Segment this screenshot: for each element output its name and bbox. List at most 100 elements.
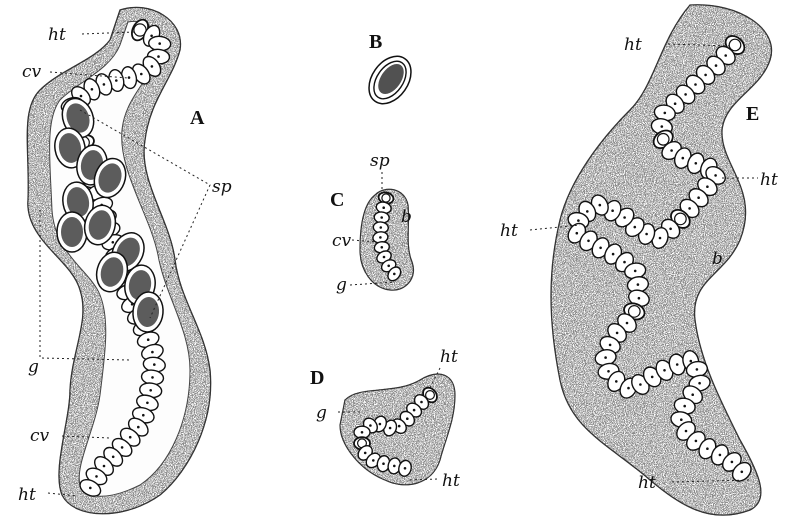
cell-nucleus [697,196,700,199]
cell-nucleus [623,216,626,219]
caption-c: C [330,189,344,211]
cell-nucleus [129,436,132,439]
cell-nucleus [682,157,685,160]
cell-nucleus [634,226,637,229]
cell-nucleus [691,393,694,396]
cell-nucleus [626,322,629,325]
cell-nucleus [115,79,118,82]
cell-nucleus [149,389,152,392]
cell-nucleus [379,236,382,239]
cell-nucleus [714,174,717,177]
label-d-ht-top: ht [440,347,458,367]
caption-d: D [310,367,324,389]
label-a-cv-top: cv [22,62,42,82]
cell-nucleus [406,417,409,420]
cell-nucleus [140,73,143,76]
label-e-ht-bottom: ht [638,473,656,493]
label-a-g: g [28,357,39,377]
label-a-ht-top: ht [48,25,66,45]
cell-nucleus [609,344,612,347]
cell-nucleus [361,431,364,434]
figure-c [360,189,413,290]
cell-nucleus [158,42,161,45]
cell-nucleus [612,253,615,256]
cell-nucleus [663,369,666,372]
cell-nucleus [627,387,630,390]
cell-nucleus [623,261,626,264]
spore-content [61,217,83,247]
cell-nucleus [698,382,701,385]
cell-nucleus [151,351,154,354]
label-a-sp: sp [212,177,232,197]
cell-nucleus [381,246,384,249]
cell-nucleus [715,64,718,67]
cell-nucleus [369,424,372,427]
cell-nucleus [393,273,396,276]
cell-nucleus [89,487,92,490]
cell-nucleus [586,210,589,213]
cell-nucleus [153,363,156,366]
cell-nucleus [387,265,390,268]
cell-nucleus [398,425,401,428]
label-d-g: g [316,403,327,423]
cell-nucleus [724,54,727,57]
cell-nucleus [103,465,106,468]
cell-nucleus [413,409,416,412]
cell-nucleus [389,427,392,430]
label-e-ht-left: ht [500,221,518,241]
cell-nucleus [664,112,667,115]
cell-nucleus [80,95,83,98]
cell-nucleus [676,363,679,366]
cell-nucleus [696,368,699,371]
figure-e [551,5,772,515]
cell-nucleus [121,446,124,449]
cell-nucleus [706,447,709,450]
label-a-cv-bottom: cv [30,426,50,446]
cell-nucleus [142,414,145,417]
cell-nucleus [685,430,688,433]
cell-nucleus [577,219,580,222]
cell-nucleus [393,465,396,468]
cell-nucleus [112,456,115,459]
cell-nucleus [638,297,641,300]
cell-nucleus [616,332,619,335]
cell-nucleus [695,440,698,443]
cell-nucleus [704,74,707,77]
cell-nucleus [91,88,94,91]
figure-d [340,374,455,485]
cell-nucleus [659,237,662,240]
cell-nucleus [683,405,686,408]
cell-nucleus [382,206,385,209]
cell-nucleus [637,283,640,286]
cell-nucleus [380,226,383,229]
cell-nucleus [645,233,648,236]
cell-nucleus [604,356,607,359]
cell-nucleus [599,247,602,250]
cell-nucleus [137,426,140,429]
cell-nucleus [741,471,744,474]
label-c-sp: sp [370,151,390,171]
cell-nucleus [599,204,602,207]
cell-nucleus [380,216,383,219]
cell-nucleus [379,423,382,426]
cell-nucleus [634,270,637,273]
cell-nucleus [382,462,385,465]
cell-nucleus [420,401,423,404]
cell-nucleus [607,370,610,373]
figure-b [360,48,419,111]
label-e-ht-top: ht [624,35,642,55]
cell-nucleus [706,185,709,188]
cell-nucleus [651,376,654,379]
cell-nucleus [731,461,734,464]
cell-nucleus [680,418,683,421]
cell-nucleus [719,454,722,457]
cell-nucleus [151,65,154,68]
label-c-b: b [401,207,412,227]
cell-nucleus [674,102,677,105]
cell-nucleus [364,452,367,455]
caption-b: B [369,31,382,53]
cell-nucleus [639,383,642,386]
cell-nucleus [128,76,131,79]
cell-nucleus [688,207,691,210]
cell-nucleus [147,338,150,341]
